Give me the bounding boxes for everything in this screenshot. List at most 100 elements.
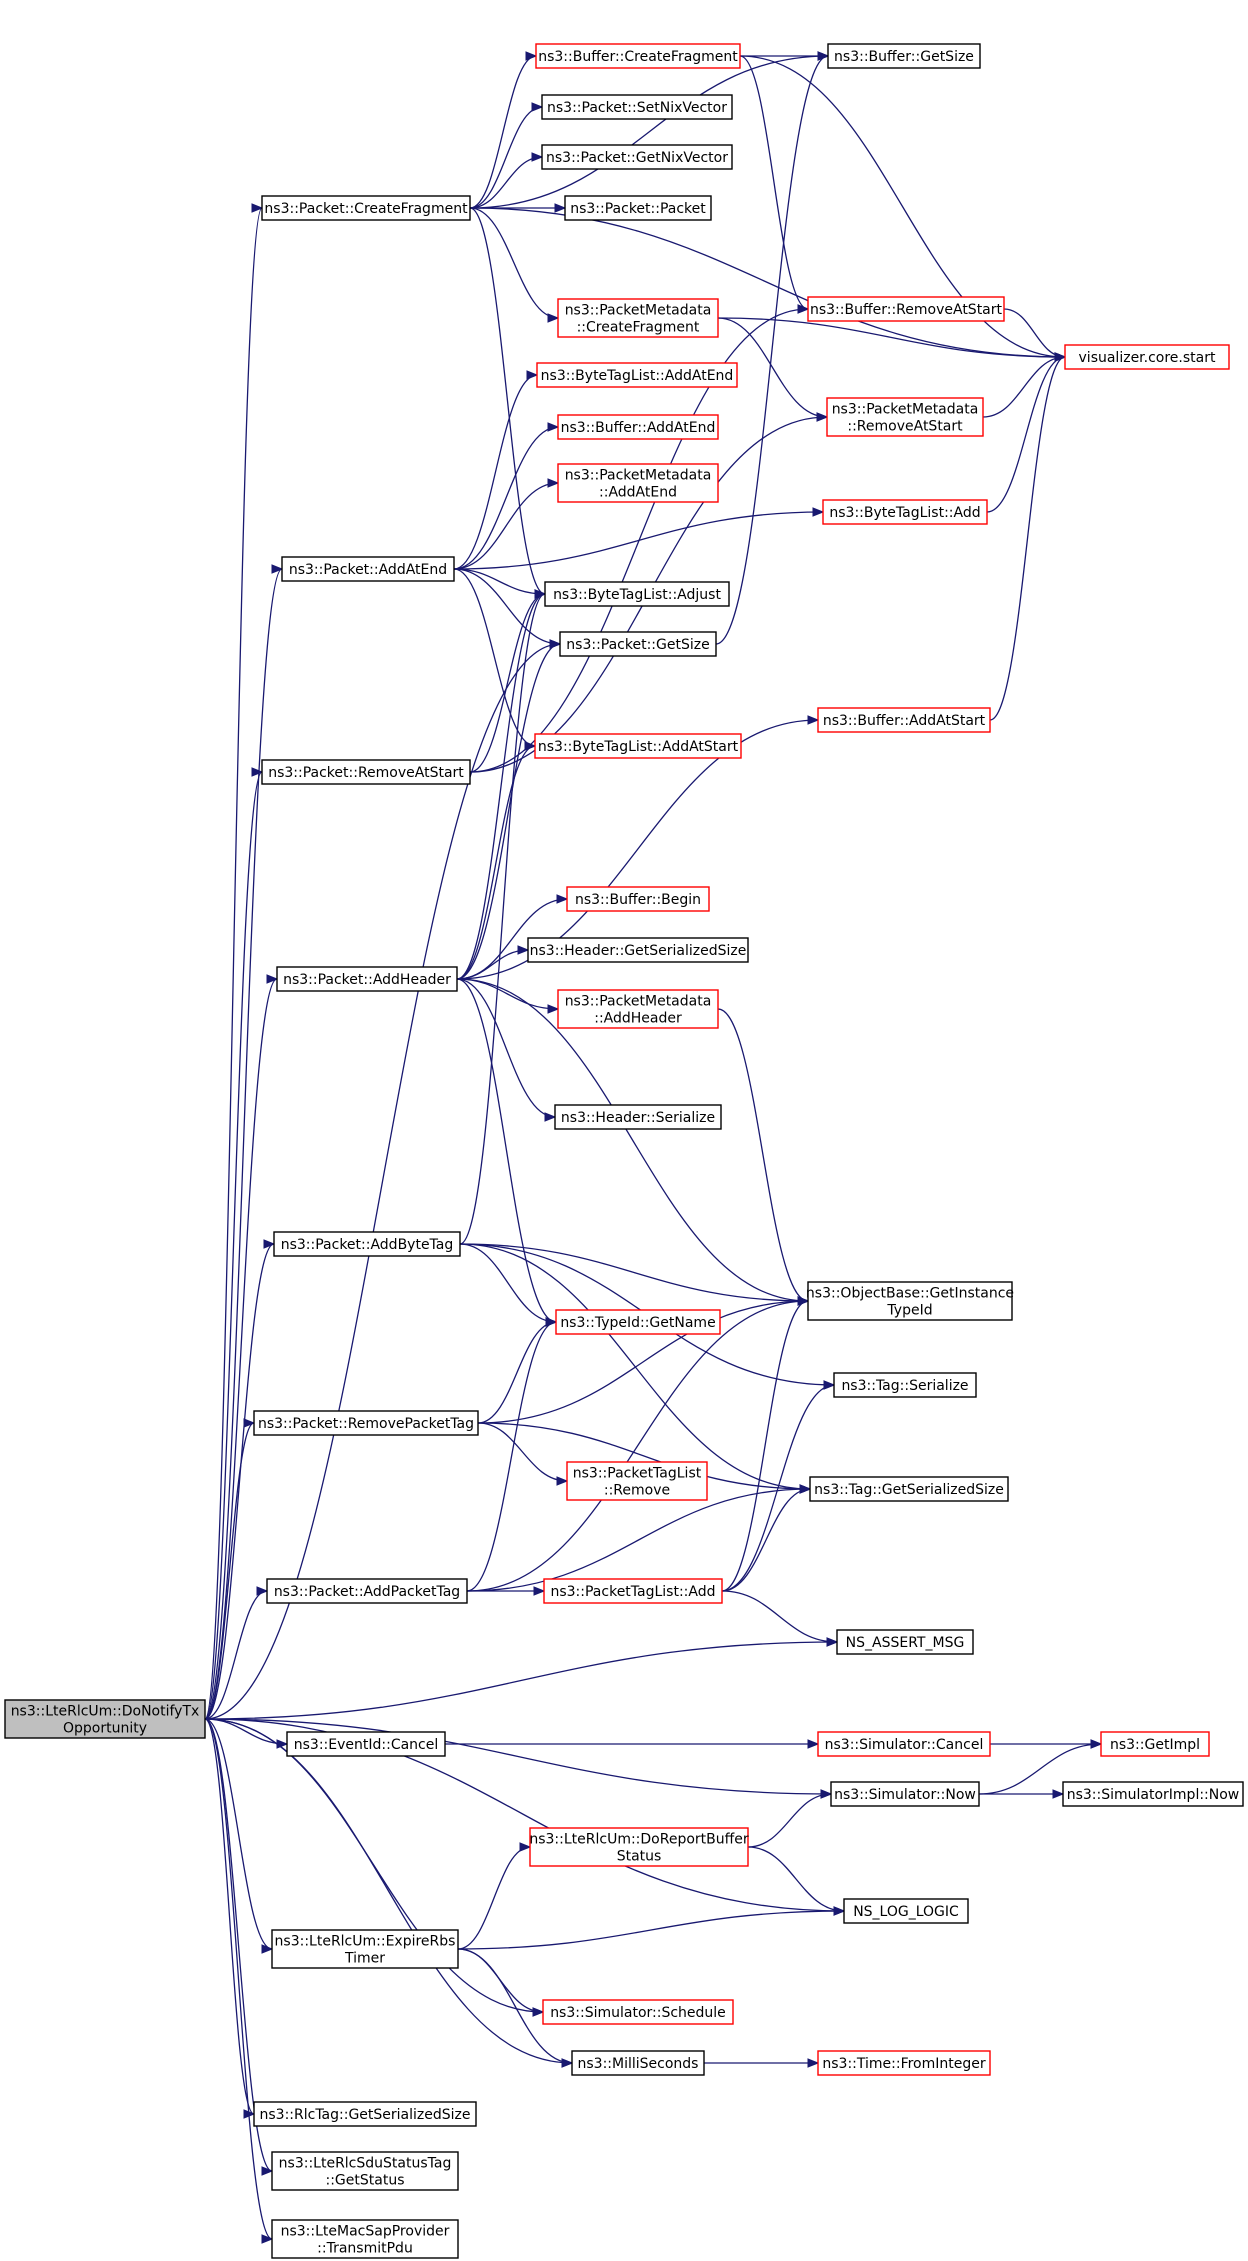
arrowhead-icon: [799, 1484, 812, 1494]
node-ns-log[interactable]: NS_LOG_LOGIC: [843, 1898, 969, 1924]
node-tag-serialize[interactable]: ns3::Tag::Serialize: [833, 1372, 977, 1398]
node-box: [1100, 1731, 1210, 1757]
arrowhead-icon: [817, 51, 830, 61]
arrowhead-icon: [547, 422, 560, 432]
node-pkt-removepackettag[interactable]: ns3::Packet::RemovePacketTag: [253, 1410, 479, 1436]
node-transmitpdu[interactable]: ns3::LteMacSapProvider::TransmitPdu: [271, 2219, 459, 2259]
arrowhead-icon: [263, 1239, 276, 1249]
node-buf-removeatstart[interactable]: ns3::Buffer::RemoveAtStart: [807, 296, 1005, 322]
node-pkt-addpackettag[interactable]: ns3::Packet::AddPacketTag: [266, 1578, 468, 1604]
arrowhead-icon: [807, 1739, 820, 1749]
arrowhead-icon: [547, 478, 560, 488]
node-pkt-createfrag[interactable]: ns3::Packet::CreateFragment: [261, 195, 471, 221]
node-sdustatus[interactable]: ns3::LteRlcSduStatusTag::GetStatus: [271, 2151, 459, 2191]
node-pm-removeatstart[interactable]: ns3::PacketMetadata::RemoveAtStart: [826, 397, 984, 437]
node-label: ns3::Buffer::AddAtEnd: [561, 420, 716, 436]
node-box: [271, 2219, 459, 2259]
arrowhead-icon: [797, 304, 810, 314]
node-box: [276, 966, 458, 992]
edge-line: [204, 1641, 838, 1720]
edge-line: [469, 593, 546, 773]
node-ns-assert[interactable]: NS_ASSERT_MSG: [836, 1629, 974, 1655]
edge-line: [717, 1008, 809, 1302]
node-pkt-packet[interactable]: ns3::Packet::Packet: [564, 195, 712, 221]
node-box: [559, 631, 717, 657]
edge-pkt-addheader-to-hdr-getsersize: [456, 945, 530, 980]
arrowhead-icon: [256, 1586, 269, 1596]
node-getnix[interactable]: ns3::Packet::GetNixVector: [541, 144, 733, 170]
node-label: ns3::Simulator::Now: [834, 1787, 976, 1803]
edge-line: [453, 426, 559, 570]
node-getimpl[interactable]: ns3::GetImpl: [1100, 1731, 1210, 1757]
edge-ptl-add-to-obj-getinst: [721, 1296, 810, 1592]
node-label: NS_LOG_LOGIC: [853, 1904, 959, 1920]
node-buf-begin[interactable]: ns3::Buffer::Begin: [566, 886, 710, 912]
edge-line: [204, 1718, 573, 2064]
node-box: [286, 1731, 446, 1757]
node-hdr-getsersize[interactable]: ns3::Header::GetSerializedSize: [527, 937, 749, 963]
node-pkt-getsize[interactable]: ns3::Packet::GetSize: [559, 631, 717, 657]
edge-line: [456, 745, 536, 980]
node-label: ns3::Buffer::AddAtStart: [823, 713, 986, 729]
node-ptl-remove[interactable]: ns3::PacketTagList::Remove: [566, 1461, 708, 1501]
node-buf-addatstart[interactable]: ns3::Buffer::AddAtStart: [817, 707, 991, 733]
edge-line: [453, 568, 546, 595]
node-pm-addatend[interactable]: ns3::PacketMetadata::AddAtEnd: [557, 463, 719, 503]
node-pkt-addatend[interactable]: ns3::Packet::AddAtEnd: [281, 556, 455, 582]
arrowhead-icon: [517, 945, 530, 955]
node-label: ns3::Tag::GetSerializedSize: [814, 1482, 1004, 1498]
node-setnix[interactable]: ns3::Packet::SetNixVector: [541, 94, 733, 120]
node-btl-addatstart[interactable]: ns3::ByteTagList::AddAtStart: [534, 733, 742, 759]
arrowhead-icon: [531, 152, 544, 162]
node-box: [527, 937, 749, 963]
edge-pkt-removepackettag-to-typeid-getname: [477, 1317, 558, 1424]
node-hdr-serialize[interactable]: ns3::Header::Serialize: [554, 1104, 722, 1130]
node-pkt-addbytetag[interactable]: ns3::Packet::AddByteTag: [273, 1231, 461, 1257]
edge-line: [978, 1743, 1102, 1795]
node-millis[interactable]: ns3::MilliSeconds: [571, 2050, 705, 2076]
edge-pkt-addheader-to-pkt-getsize: [456, 639, 562, 980]
node-time-fromint[interactable]: ns3::Time::FromInteger: [817, 2050, 991, 2076]
edge-expire-to-doreport: [457, 1842, 532, 1950]
edge-pkt-addatend-to-btl-addatstart: [453, 568, 537, 751]
node-btl-addatend[interactable]: ns3::ByteTagList::AddAtEnd: [536, 362, 738, 388]
edge-pkt-createfrag-to-viz-start: [469, 207, 1067, 362]
node-sim-now[interactable]: ns3::Simulator::Now: [830, 1781, 980, 1807]
node-sim-cancel[interactable]: ns3::Simulator::Cancel: [817, 1731, 991, 1757]
arrowhead-icon: [243, 1418, 256, 1428]
node-box: [261, 195, 471, 221]
node-viz-start[interactable]: visualizer.core.start: [1064, 344, 1230, 370]
node-label: ns3::Packet::GetSize: [566, 637, 709, 653]
node-typeid-getname[interactable]: ns3::TypeId::GetName: [555, 1309, 721, 1335]
edge-buf-addatstart-to-viz-start: [989, 352, 1067, 721]
edge-line: [456, 978, 557, 1323]
node-buf-getsize[interactable]: ns3::Buffer::GetSize: [827, 43, 981, 69]
node-ptl-add[interactable]: ns3::PacketTagList::Add: [543, 1578, 723, 1604]
node-simimpl-now[interactable]: ns3::SimulatorImpl::Now: [1062, 1781, 1244, 1807]
node-sim-schedule[interactable]: ns3::Simulator::Schedule: [542, 1999, 734, 2025]
node-btl-add[interactable]: ns3::ByteTagList::Add: [822, 499, 988, 525]
node-buf-createfrag[interactable]: ns3::Buffer::CreateFragment: [535, 43, 741, 69]
node-label: ns3::Tag::Serialize: [841, 1378, 968, 1394]
node-eventid-cancel[interactable]: ns3::EventId::Cancel: [286, 1731, 446, 1757]
node-rlctag[interactable]: ns3::RlcTag::GetSerializedSize: [253, 2101, 477, 2127]
node-box: [557, 298, 719, 338]
edge-line: [469, 55, 537, 209]
node-pm-createfrag[interactable]: ns3::PacketMetadata::CreateFragment: [557, 298, 719, 338]
node-pkt-addheader[interactable]: ns3::Packet::AddHeader: [276, 966, 458, 992]
edge-line: [204, 1590, 268, 1720]
node-label: ns3::PacketTagList: [573, 1466, 702, 1482]
edge-line: [469, 207, 546, 595]
node-btl-adjust[interactable]: ns3::ByteTagList::Adjust: [544, 581, 730, 607]
arrowhead-icon: [266, 974, 279, 984]
edge-pkt-addheader-to-typeid-getname: [456, 978, 558, 1327]
node-label: ns3::EventId::Cancel: [294, 1737, 439, 1753]
node-tag-getsersize[interactable]: ns3::Tag::GetSerializedSize: [809, 1476, 1009, 1502]
node-pkt-removeatstart[interactable]: ns3::Packet::RemoveAtStart: [261, 759, 471, 785]
node-buf-addatend[interactable]: ns3::Buffer::AddAtEnd: [557, 414, 719, 440]
node-label: ns3::Packet::AddAtEnd: [289, 562, 447, 578]
node-pm-addheader[interactable]: ns3::PacketMetadata::AddHeader: [557, 989, 719, 1029]
